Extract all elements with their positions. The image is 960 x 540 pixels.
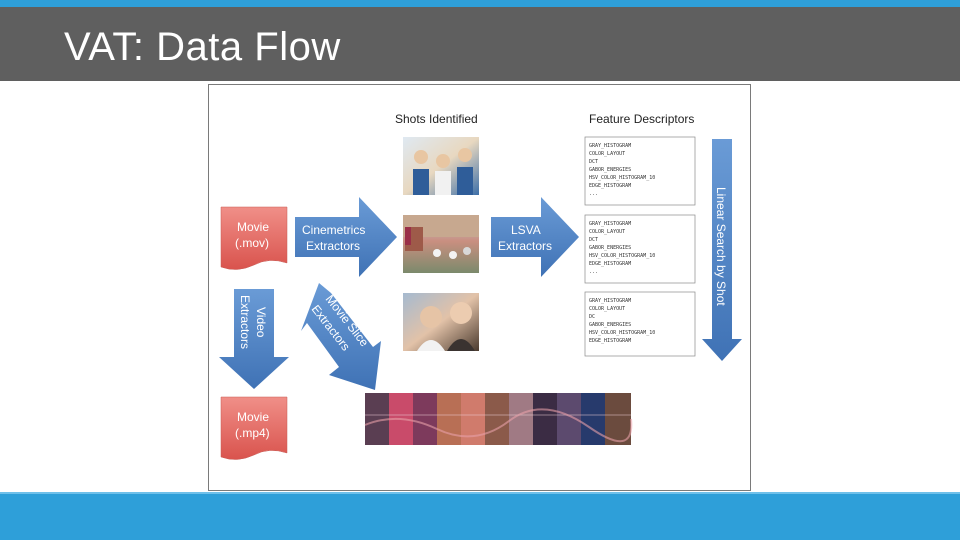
lsva-label-line1: LSVA: [511, 223, 541, 237]
descriptor-line: DCT: [589, 159, 598, 165]
shot-thumbnail-1: [403, 137, 479, 195]
descriptor-line: GRAY_HISTOGRAM: [589, 298, 631, 304]
descriptor-box-3: GRAY_HISTOGRAM COLOR_LAYOUT DC GABOR_ENE…: [584, 291, 696, 357]
cinemetrics-label-line1: Cinemetrics: [302, 223, 365, 237]
linear-search-arrow: Linear Search by Shot: [702, 139, 742, 361]
video-extractors-arrow: Video Extractors: [219, 289, 289, 389]
movie-mp4-box: Movie (.mp4): [220, 396, 288, 460]
descriptor-line: GRAY_HISTOGRAM: [589, 143, 631, 149]
descriptor-line: EDGE_HISTOGRAM: [589, 338, 631, 344]
descriptor-line: ...: [589, 269, 598, 275]
descriptor-line: COLOR_LAYOUT: [589, 229, 625, 235]
movie-mov-label-line2: (.mov): [235, 236, 269, 250]
descriptor-line: GABOR_ENERGIES: [589, 245, 631, 251]
shots-identified-heading: Shots Identified: [395, 112, 478, 126]
cinemetrics-extractors-arrow: Cinemetrics Extractors: [295, 197, 397, 277]
movie-slice-extractors-arrow: Movie Slice Extractors: [301, 283, 381, 390]
descriptor-line: EDGE_HISTOGRAM: [589, 261, 631, 267]
lsva-extractors-arrow: LSVA Extractors: [491, 197, 579, 277]
descriptor-line: ...: [589, 191, 598, 197]
video-label-line2: Extractors: [238, 295, 252, 349]
lsva-label-line2: Extractors: [498, 239, 552, 253]
slide-title: VAT: Data Flow: [64, 25, 341, 69]
descriptor-box-1: GRAY_HISTOGRAM COLOR_LAYOUT DCT GABOR_EN…: [584, 136, 696, 206]
descriptor-line: GABOR_ENERGIES: [589, 167, 631, 173]
cinemetrics-label-line2: Extractors: [306, 239, 360, 253]
movie-mp4-label-line1: Movie: [237, 410, 269, 424]
data-flow-figure: Shots Identified Feature Descriptors Mov…: [208, 84, 751, 491]
movie-slice-strip: [364, 393, 633, 445]
video-label-line1: Video: [254, 307, 268, 338]
data-flow-diagram: Shots Identified Feature Descriptors Mov…: [219, 112, 742, 460]
descriptor-line: HSV_COLOR_HISTOGRAM_10: [589, 253, 655, 259]
movie-mov-label-line1: Movie: [237, 220, 269, 234]
linear-search-label: Linear Search by Shot: [714, 187, 728, 306]
descriptor-line: GRAY_HISTOGRAM: [589, 221, 631, 227]
descriptor-line: DC: [589, 314, 595, 320]
footer-band: [0, 494, 960, 540]
shot-thumbnail-3: [403, 293, 479, 351]
descriptor-line: HSV_COLOR_HISTOGRAM_10: [589, 175, 655, 181]
shot-thumbnail-2: [403, 215, 479, 273]
feature-descriptors-heading: Feature Descriptors: [589, 112, 694, 126]
descriptor-line: COLOR_LAYOUT: [589, 306, 625, 312]
descriptor-line: EDGE_HISTOGRAM: [589, 183, 631, 189]
descriptor-line: HSV_COLOR_HISTOGRAM_10: [589, 330, 655, 336]
title-bar: VAT: Data Flow: [0, 7, 960, 81]
descriptor-line: GABOR_ENERGIES: [589, 322, 631, 328]
movie-mov-box: Movie (.mov): [220, 206, 288, 270]
shot-thumbnail-2-marker: [405, 227, 411, 245]
top-accent-stripe: [0, 0, 960, 7]
descriptor-line: DCT: [589, 237, 598, 243]
movie-mp4-label-line2: (.mp4): [235, 426, 270, 440]
footer-divider: [0, 492, 960, 494]
descriptor-line: COLOR_LAYOUT: [589, 151, 625, 157]
descriptor-box-2: GRAY_HISTOGRAM COLOR_LAYOUT DCT GABOR_EN…: [584, 214, 696, 284]
